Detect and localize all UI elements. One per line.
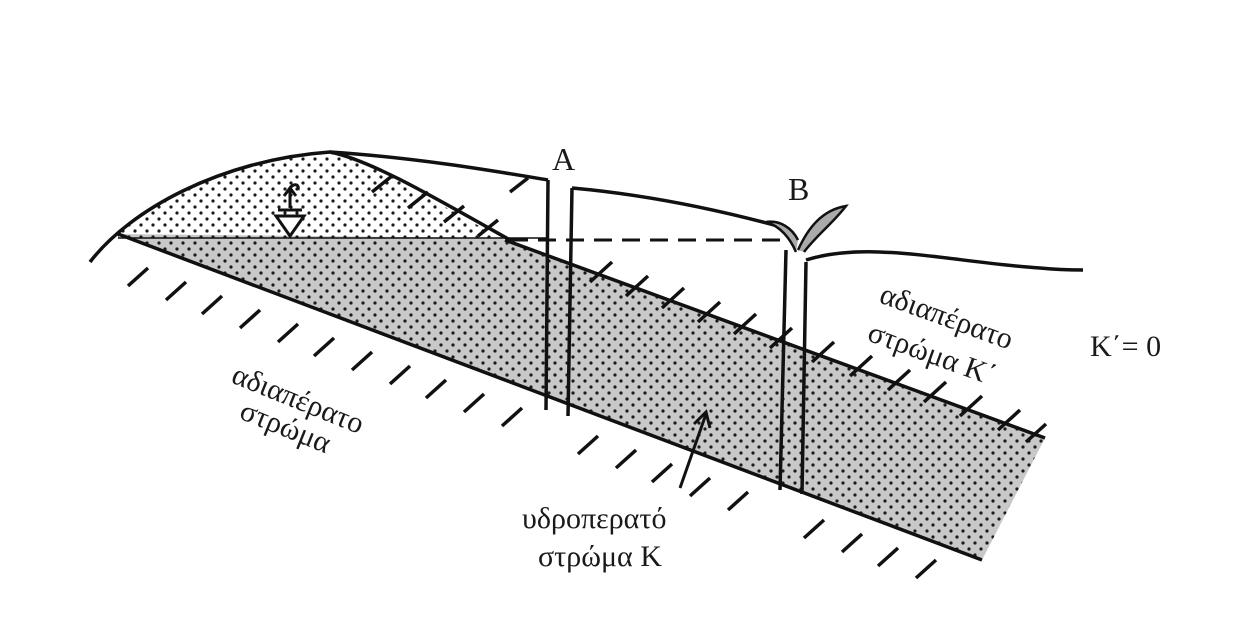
infiltration-arrow-icon [282,183,300,208]
well-a [544,179,574,417]
plant-sprout-icon [765,204,849,253]
upper-layer-hatches [370,174,1048,444]
aquifer-label-line2: στρώμα K [538,540,662,573]
aquifer-pointer-arrow [678,409,712,489]
ground-surface-left [88,150,511,264]
well-b-label: B [788,171,809,207]
unsaturated-zone [118,152,505,240]
ground-surface-upper [329,150,1084,272]
aquifer-top-boundary [504,238,1046,440]
lower-layer-hatches [126,266,938,580]
aquifer-bottom-boundary [117,232,983,562]
k-prime-zero-label: K΄= 0 [1090,330,1161,363]
water-table-triangle-icon [273,208,307,239]
well-b [778,249,808,495]
aquifer-band [118,234,1045,560]
well-a-label: A [552,141,575,177]
aquifer-label-line1: υδροπερατό [522,502,666,535]
